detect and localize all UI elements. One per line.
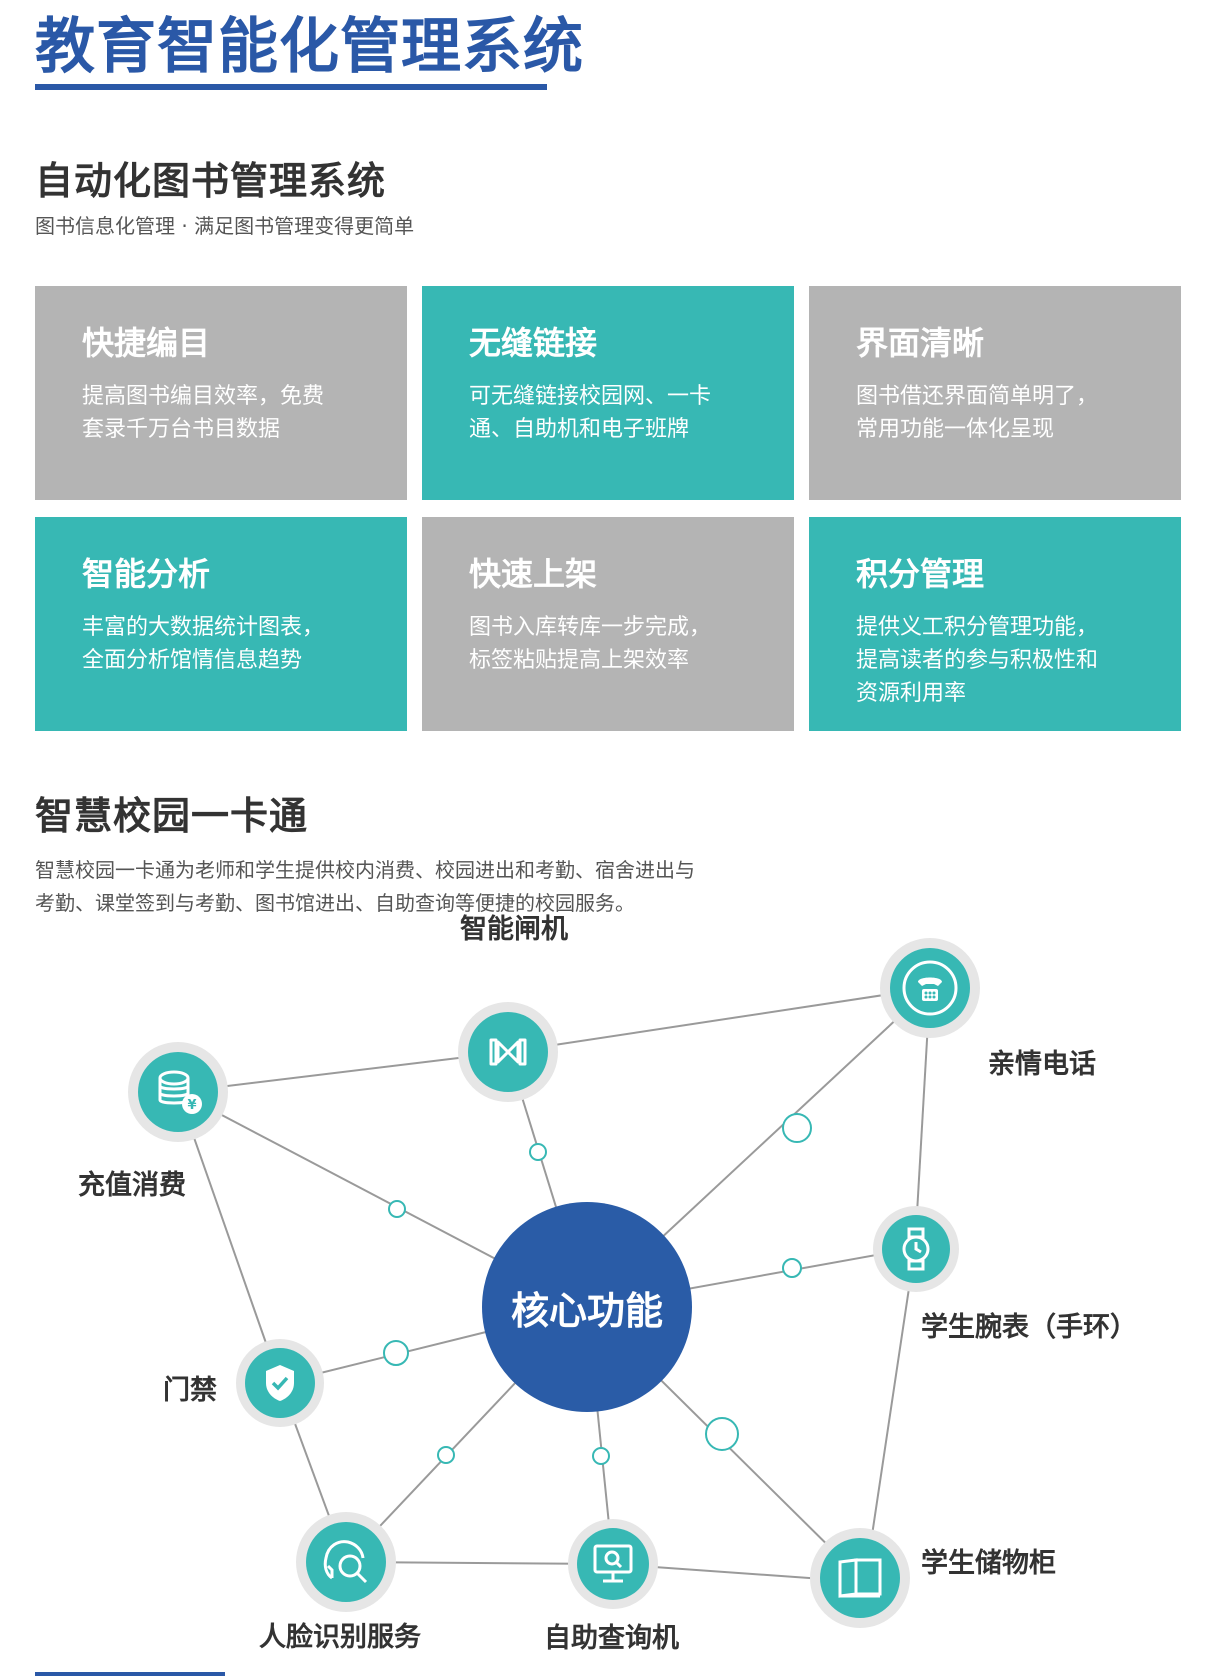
node-student-locker (810, 1528, 910, 1628)
kiosk-search-icon (593, 1544, 633, 1583)
phone-icon (902, 960, 958, 1016)
svg-text:¥: ¥ (187, 1098, 196, 1113)
node-smart-gate (458, 1002, 558, 1102)
edge-connector-dot (782, 1113, 812, 1143)
feature-card: 快捷编目 提高图书编目效率，免费 套录千万台书目数据 (35, 286, 407, 500)
campus-desc-line-1: 智慧校园一卡通为老师和学生提供校内消费、校园进出和考勤、宿舍进出与 (35, 858, 695, 882)
coins-icon: ¥ (158, 1070, 202, 1114)
edge-connector-dot (529, 1143, 547, 1161)
edge-connector-dot (782, 1258, 802, 1278)
node-label-student-watch: 学生腕表（手环） (921, 1312, 1137, 1343)
feature-card-title: 无缝链接 (469, 324, 598, 362)
edge-connector-dot (592, 1447, 610, 1465)
feature-card-title: 快捷编目 (82, 324, 211, 362)
feature-card: 智能分析 丰富的大数据统计图表， 全面分析馆情信息趋势 (35, 517, 407, 731)
feature-card-desc: 图书借还界面简单明了， 常用功能一体化呈现 (856, 384, 1099, 442)
library-section-subtitle: 图书信息化管理 · 满足图书管理变得更简单 (35, 214, 415, 238)
feature-card-title: 快速上架 (469, 555, 598, 593)
edge-connector-dot (388, 1200, 406, 1218)
feature-card: 界面清晰 图书借还界面简单明了， 常用功能一体化呈现 (809, 286, 1181, 500)
node-label-smart-gate: 智能闸机 (460, 914, 568, 945)
edge-line (177, 1051, 509, 1093)
feature-card-title: 界面清晰 (856, 324, 985, 362)
library-section-title: 自动化图书管理系统 (35, 159, 387, 203)
node-self-service-kiosk (568, 1519, 658, 1609)
turnstile-icon (489, 1038, 527, 1066)
campus-desc-line-2: 考勤、课堂签到与考勤、图书馆进出、自助查询等便捷的校园服务。 (35, 891, 635, 915)
campus-section-title: 智慧校园一卡通 (35, 794, 309, 838)
feature-card-desc: 可无缝链接校园网、一卡 通、自助机和电子班牌 (469, 384, 712, 442)
bottom-accent-bar (35, 1672, 225, 1676)
edge-line (507, 987, 931, 1053)
node-face-recognition (296, 1512, 396, 1612)
node-label-face-recognition: 人脸识别服务 (259, 1622, 421, 1653)
node-recharge-consume: ¥ (128, 1042, 228, 1142)
feature-card-desc: 提高图书编目效率，免费 套录千万台书目数据 (82, 384, 325, 442)
feature-card-title: 智能分析 (82, 555, 211, 593)
shield-check-icon (266, 1365, 294, 1401)
title-underline (35, 84, 547, 90)
page-title: 教育智能化管理系统 (35, 12, 584, 82)
watch-icon (902, 1227, 930, 1271)
locker-icon (838, 1558, 882, 1598)
node-label-kiosk: 自助查询机 (544, 1623, 679, 1654)
feature-card: 积分管理 提供义工积分管理功能， 提高读者的参与积极性和 资源利用率 (809, 517, 1181, 731)
edge-line (177, 1091, 281, 1384)
feature-card-desc: 提供义工积分管理功能， 提高读者的参与积极性和 资源利用率 (856, 615, 1099, 706)
feature-card-title: 积分管理 (856, 555, 985, 593)
feature-cards: 快捷编目 提高图书编目效率，免费 套录千万台书目数据 无缝链接 可无缝链接校园网… (35, 286, 1181, 731)
core-function-hub: 核心功能 (482, 1202, 692, 1412)
edge-connector-dot (383, 1340, 409, 1366)
node-label-family-phone: 亲情电话 (988, 1049, 1096, 1080)
node-access-control (236, 1339, 324, 1427)
feature-card: 快速上架 图书入库转库一步完成， 标签粘贴提高上架效率 (422, 517, 794, 731)
node-label-student-locker: 学生储物柜 (921, 1548, 1056, 1579)
feature-card-desc: 图书入库转库一步完成， 标签粘贴提高上架效率 (469, 615, 712, 673)
node-family-phone (880, 938, 980, 1038)
feature-card-desc: 丰富的大数据统计图表， 全面分析馆情信息趋势 (82, 615, 325, 673)
edge-line (864, 1247, 916, 1583)
edge-connector-dot (705, 1417, 739, 1451)
edge-connector-dot (437, 1446, 455, 1464)
node-label-access-control: 门禁 (163, 1375, 217, 1406)
node-student-watch (873, 1206, 959, 1292)
face-recognition-icon (323, 1540, 368, 1584)
feature-card: 无缝链接 可无缝链接校园网、一卡 通、自助机和电子班牌 (422, 286, 794, 500)
node-label-recharge: 充值消费 (78, 1170, 186, 1201)
function-network-diagram: 核心功能 智能闸机 亲情电话 (0, 900, 1223, 1676)
